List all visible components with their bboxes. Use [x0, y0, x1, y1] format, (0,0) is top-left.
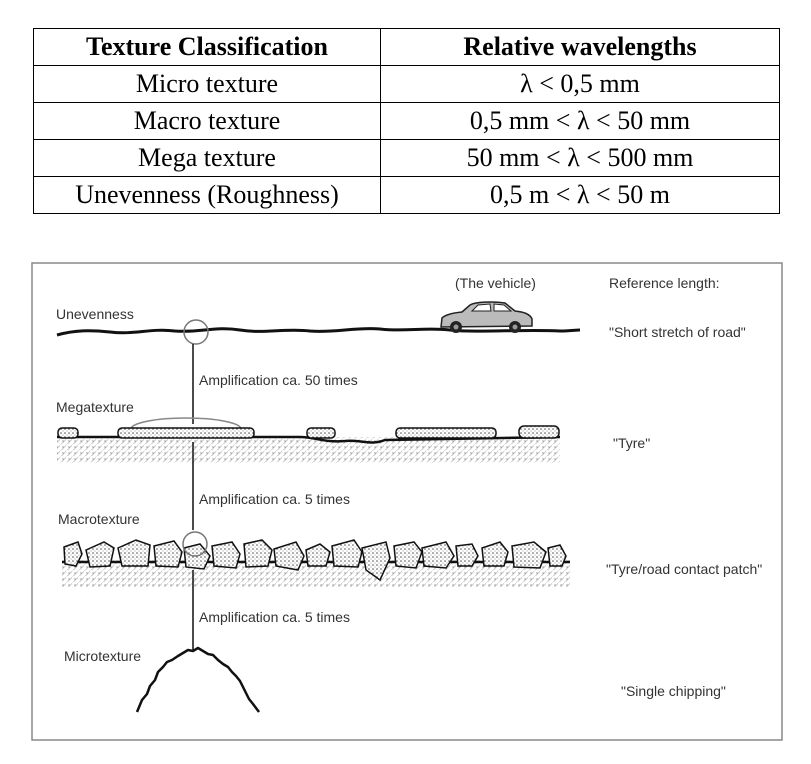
reference-contact-patch: "Tyre/road contact patch" [606, 561, 762, 577]
diagram-frame [31, 262, 783, 741]
level-name-megatexture: Megatexture [56, 399, 134, 415]
reference-length-header: Reference length: [609, 275, 720, 291]
amplification-label-1: Amplification ca. 50 times [199, 372, 358, 388]
microtexture-chipping-profile [135, 646, 260, 713]
megatexture-aggregates [57, 425, 560, 439]
unevenness-zoom-circle [183, 319, 209, 345]
level-name-macrotexture: Macrotexture [58, 511, 140, 527]
table-header-row: Texture Classification Relative waveleng… [33, 28, 780, 66]
reference-tyre: "Tyre" [613, 435, 650, 451]
level-name-unevenness: Unevenness [56, 306, 134, 322]
table-cell: 0,5 m < λ < 50 m [380, 176, 780, 214]
car-icon [440, 301, 533, 333]
vehicle-label: (The vehicle) [455, 275, 536, 291]
macrotexture-zoom-circle [182, 531, 208, 557]
table-row: Unevenness (Roughness) 0,5 m < λ < 50 m [33, 176, 780, 214]
reference-single-chipping: "Single chipping" [621, 683, 726, 699]
table-cell: Unevenness (Roughness) [33, 176, 381, 214]
macrotexture-aggregates [63, 539, 567, 582]
amplification-label-3: Amplification ca. 5 times [199, 609, 350, 625]
table-cell: 0,5 mm < λ < 50 mm [380, 102, 780, 140]
texture-classification-table: Texture Classification Relative waveleng… [33, 28, 780, 214]
amplification-label-2: Amplification ca. 5 times [199, 491, 350, 507]
table-cell: Micro texture [33, 65, 381, 103]
header-wavelengths: Relative wavelengths [380, 28, 780, 66]
header-classification: Texture Classification [33, 28, 381, 66]
unevenness-road-profile [56, 327, 581, 337]
level-name-microtexture: Microtexture [64, 648, 141, 664]
reference-short-stretch: "Short stretch of road" [609, 324, 746, 340]
table-cell: 50 mm < λ < 500 mm [380, 139, 780, 177]
megatexture-base [57, 437, 560, 463]
